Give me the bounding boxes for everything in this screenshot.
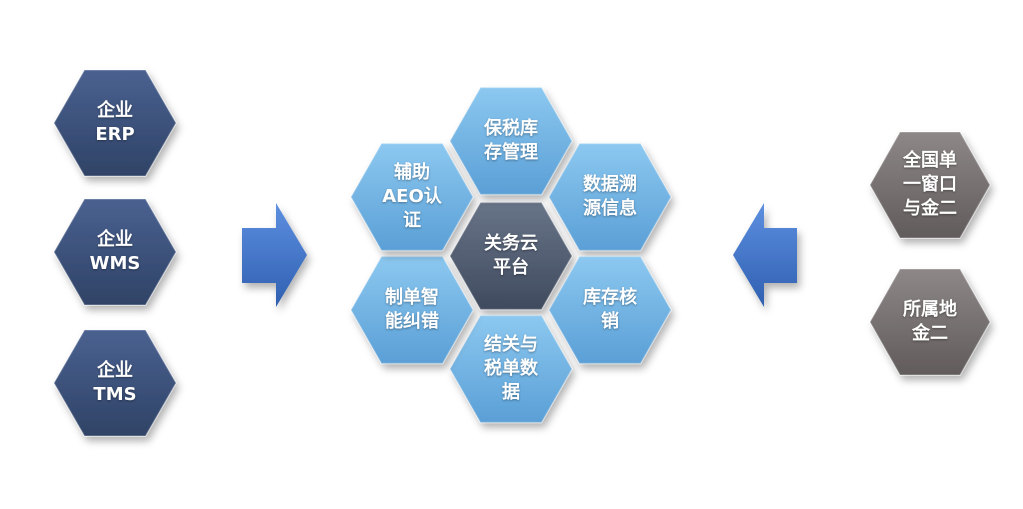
- label-line: 销: [601, 311, 619, 332]
- module-label: 数据溯源信息: [549, 173, 671, 221]
- label-line: 一窗口: [903, 174, 957, 195]
- label-line: 税单数: [484, 358, 538, 379]
- module-label: 辅助 AEO认证: [351, 161, 473, 233]
- label-line: WMS: [89, 253, 141, 274]
- label-line: 所属地: [903, 299, 957, 320]
- source-hexagon: [53, 198, 177, 306]
- label-line: 企业: [97, 100, 133, 121]
- label-line: 结关与: [484, 334, 538, 355]
- source-label: 企业 TMS: [54, 359, 176, 407]
- label-line: 辅助: [394, 162, 430, 183]
- label-line: 制单智: [385, 287, 439, 308]
- module-hexagon: [350, 255, 474, 365]
- label-line: 能纠错: [385, 311, 439, 332]
- label-line: 关务云: [484, 233, 538, 254]
- label-line: 源信息: [583, 198, 637, 219]
- source-label: 企业 WMS: [54, 228, 176, 276]
- label-line: 数据溯: [583, 174, 637, 195]
- platform-center-hexagon: [449, 201, 573, 311]
- label-line: 金二: [912, 323, 948, 344]
- external-label: 全国单一窗口与金二: [869, 149, 991, 221]
- label-line: TMS: [93, 384, 137, 405]
- module-label: 制单智能纠错: [351, 286, 473, 334]
- external-hexagon: [869, 131, 991, 239]
- module-label: 库存核销: [549, 286, 671, 334]
- label-line: 据: [502, 382, 520, 403]
- external-hexagon: [869, 268, 991, 376]
- module-hexagon: [449, 314, 573, 424]
- arrow-right-icon: [242, 203, 307, 307]
- label-line: 证: [403, 210, 421, 231]
- module-hexagon: [548, 142, 672, 252]
- label-line: 企业: [97, 360, 133, 381]
- source-hexagon: [53, 329, 177, 437]
- platform-center-label: 关务云平台: [450, 232, 572, 280]
- external-label: 所属地金二: [869, 298, 991, 346]
- label-line: AEO认: [382, 186, 442, 207]
- label-line: 平台: [493, 257, 529, 278]
- label-line: 与金二: [903, 198, 957, 219]
- module-hexagon: [548, 255, 672, 365]
- source-hexagon: [53, 69, 177, 177]
- label-line: 存管理: [484, 142, 538, 163]
- module-hexagon: [350, 142, 474, 252]
- arrow-left-icon: [733, 203, 797, 307]
- module-label: 结关与税单数据: [450, 333, 572, 405]
- module-hexagon: [449, 86, 573, 196]
- label-line: 库存核: [583, 287, 637, 308]
- label-line: 全国单: [903, 150, 957, 171]
- module-label: 保税库存管理: [450, 117, 572, 165]
- label-line: ERP: [95, 124, 135, 145]
- label-line: 企业: [97, 229, 133, 250]
- source-label: 企业 ERP: [54, 99, 176, 147]
- label-line: 保税库: [484, 118, 538, 139]
